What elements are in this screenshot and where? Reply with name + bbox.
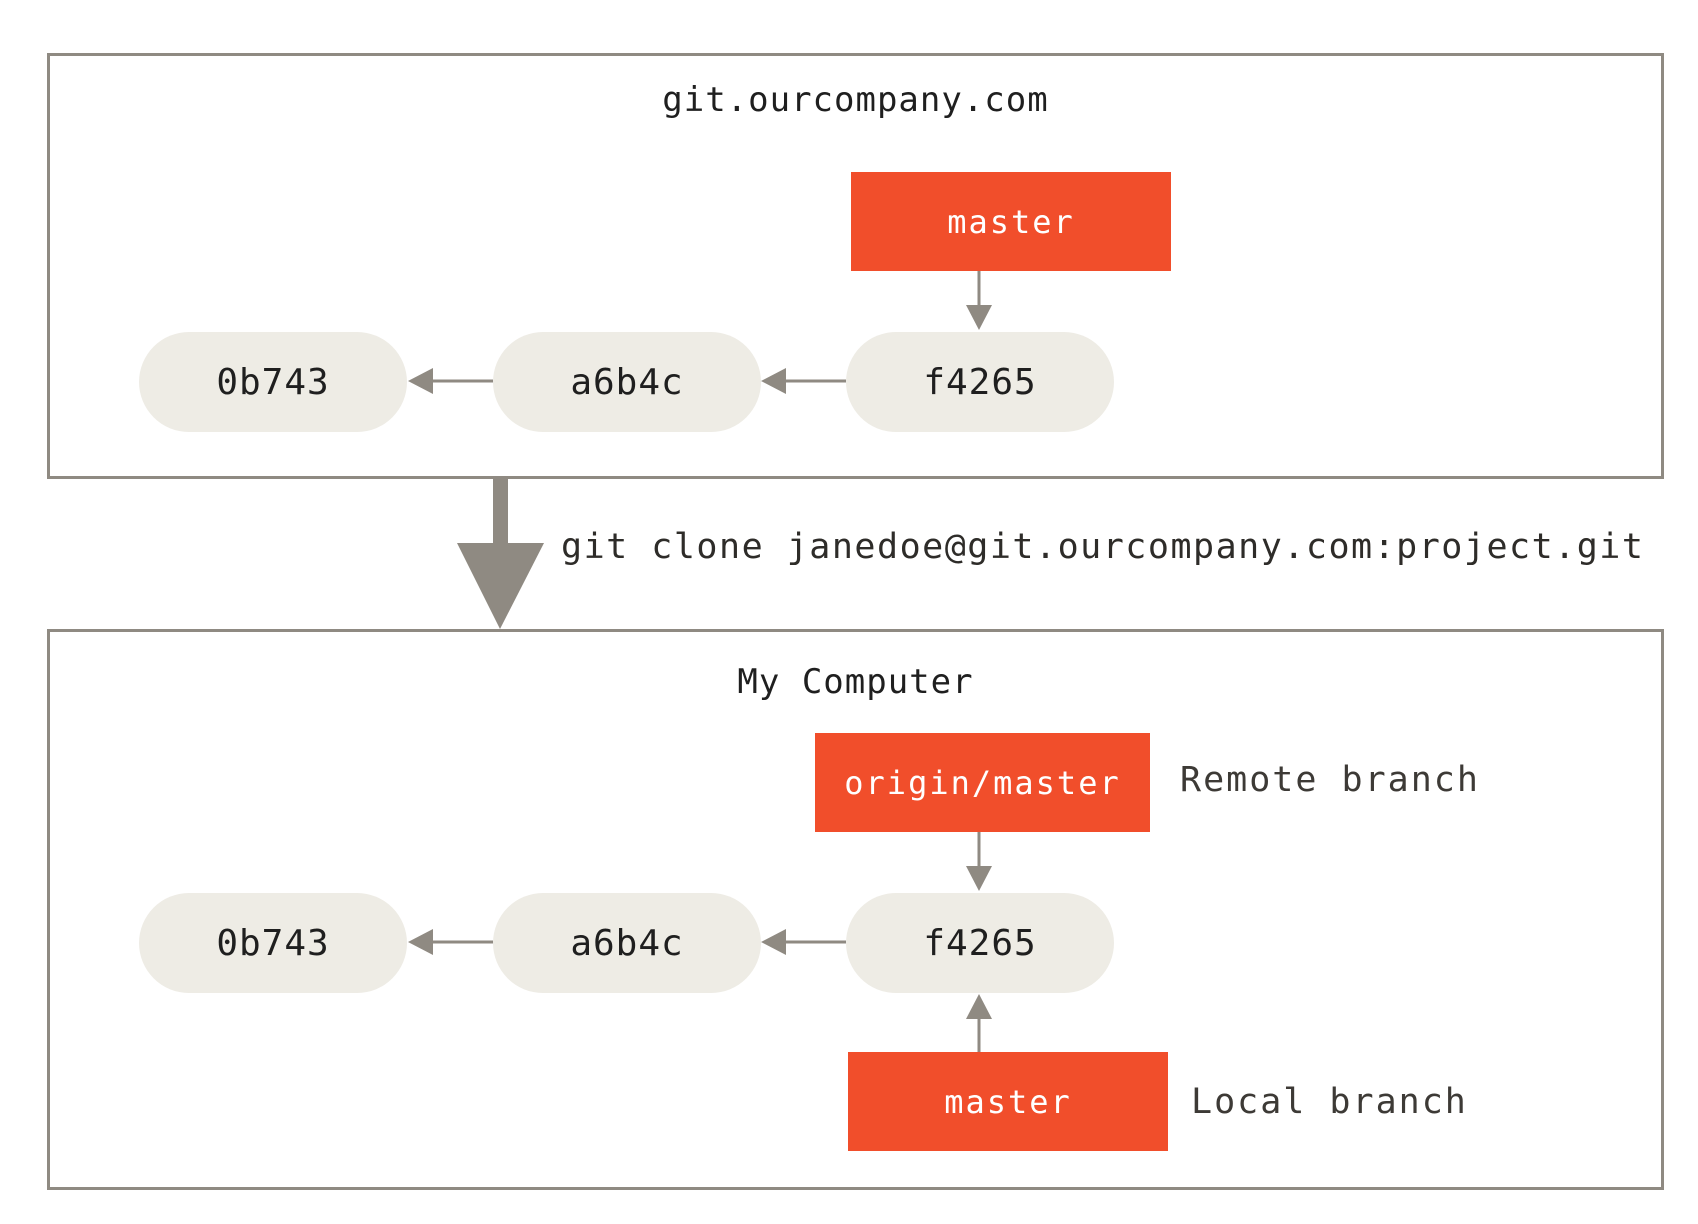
local-commit-0b743: 0b743 <box>139 893 407 993</box>
remote-commit-0b743: 0b743 <box>139 332 407 432</box>
local-branch-label: Local branch <box>1191 1082 1468 1122</box>
remote-commit-f4265: f4265 <box>846 332 1114 432</box>
remote-master-branch: master <box>851 172 1171 271</box>
local-commit-f4265: f4265 <box>846 893 1114 993</box>
local-commit-a6b4c: a6b4c <box>493 893 761 993</box>
local-computer-title: My Computer <box>737 662 974 702</box>
remote-branch-label: Remote branch <box>1180 760 1480 800</box>
local-master-branch: master <box>848 1052 1168 1151</box>
remote-commit-a6b4c: a6b4c <box>493 332 761 432</box>
remote-server-title: git.ourcompany.com <box>662 80 1049 120</box>
clone-command: git clone janedoe@git.ourcompany.com:pro… <box>561 527 1645 567</box>
clone-down-arrow <box>457 479 544 629</box>
origin-master-branch: origin/master <box>815 733 1150 832</box>
